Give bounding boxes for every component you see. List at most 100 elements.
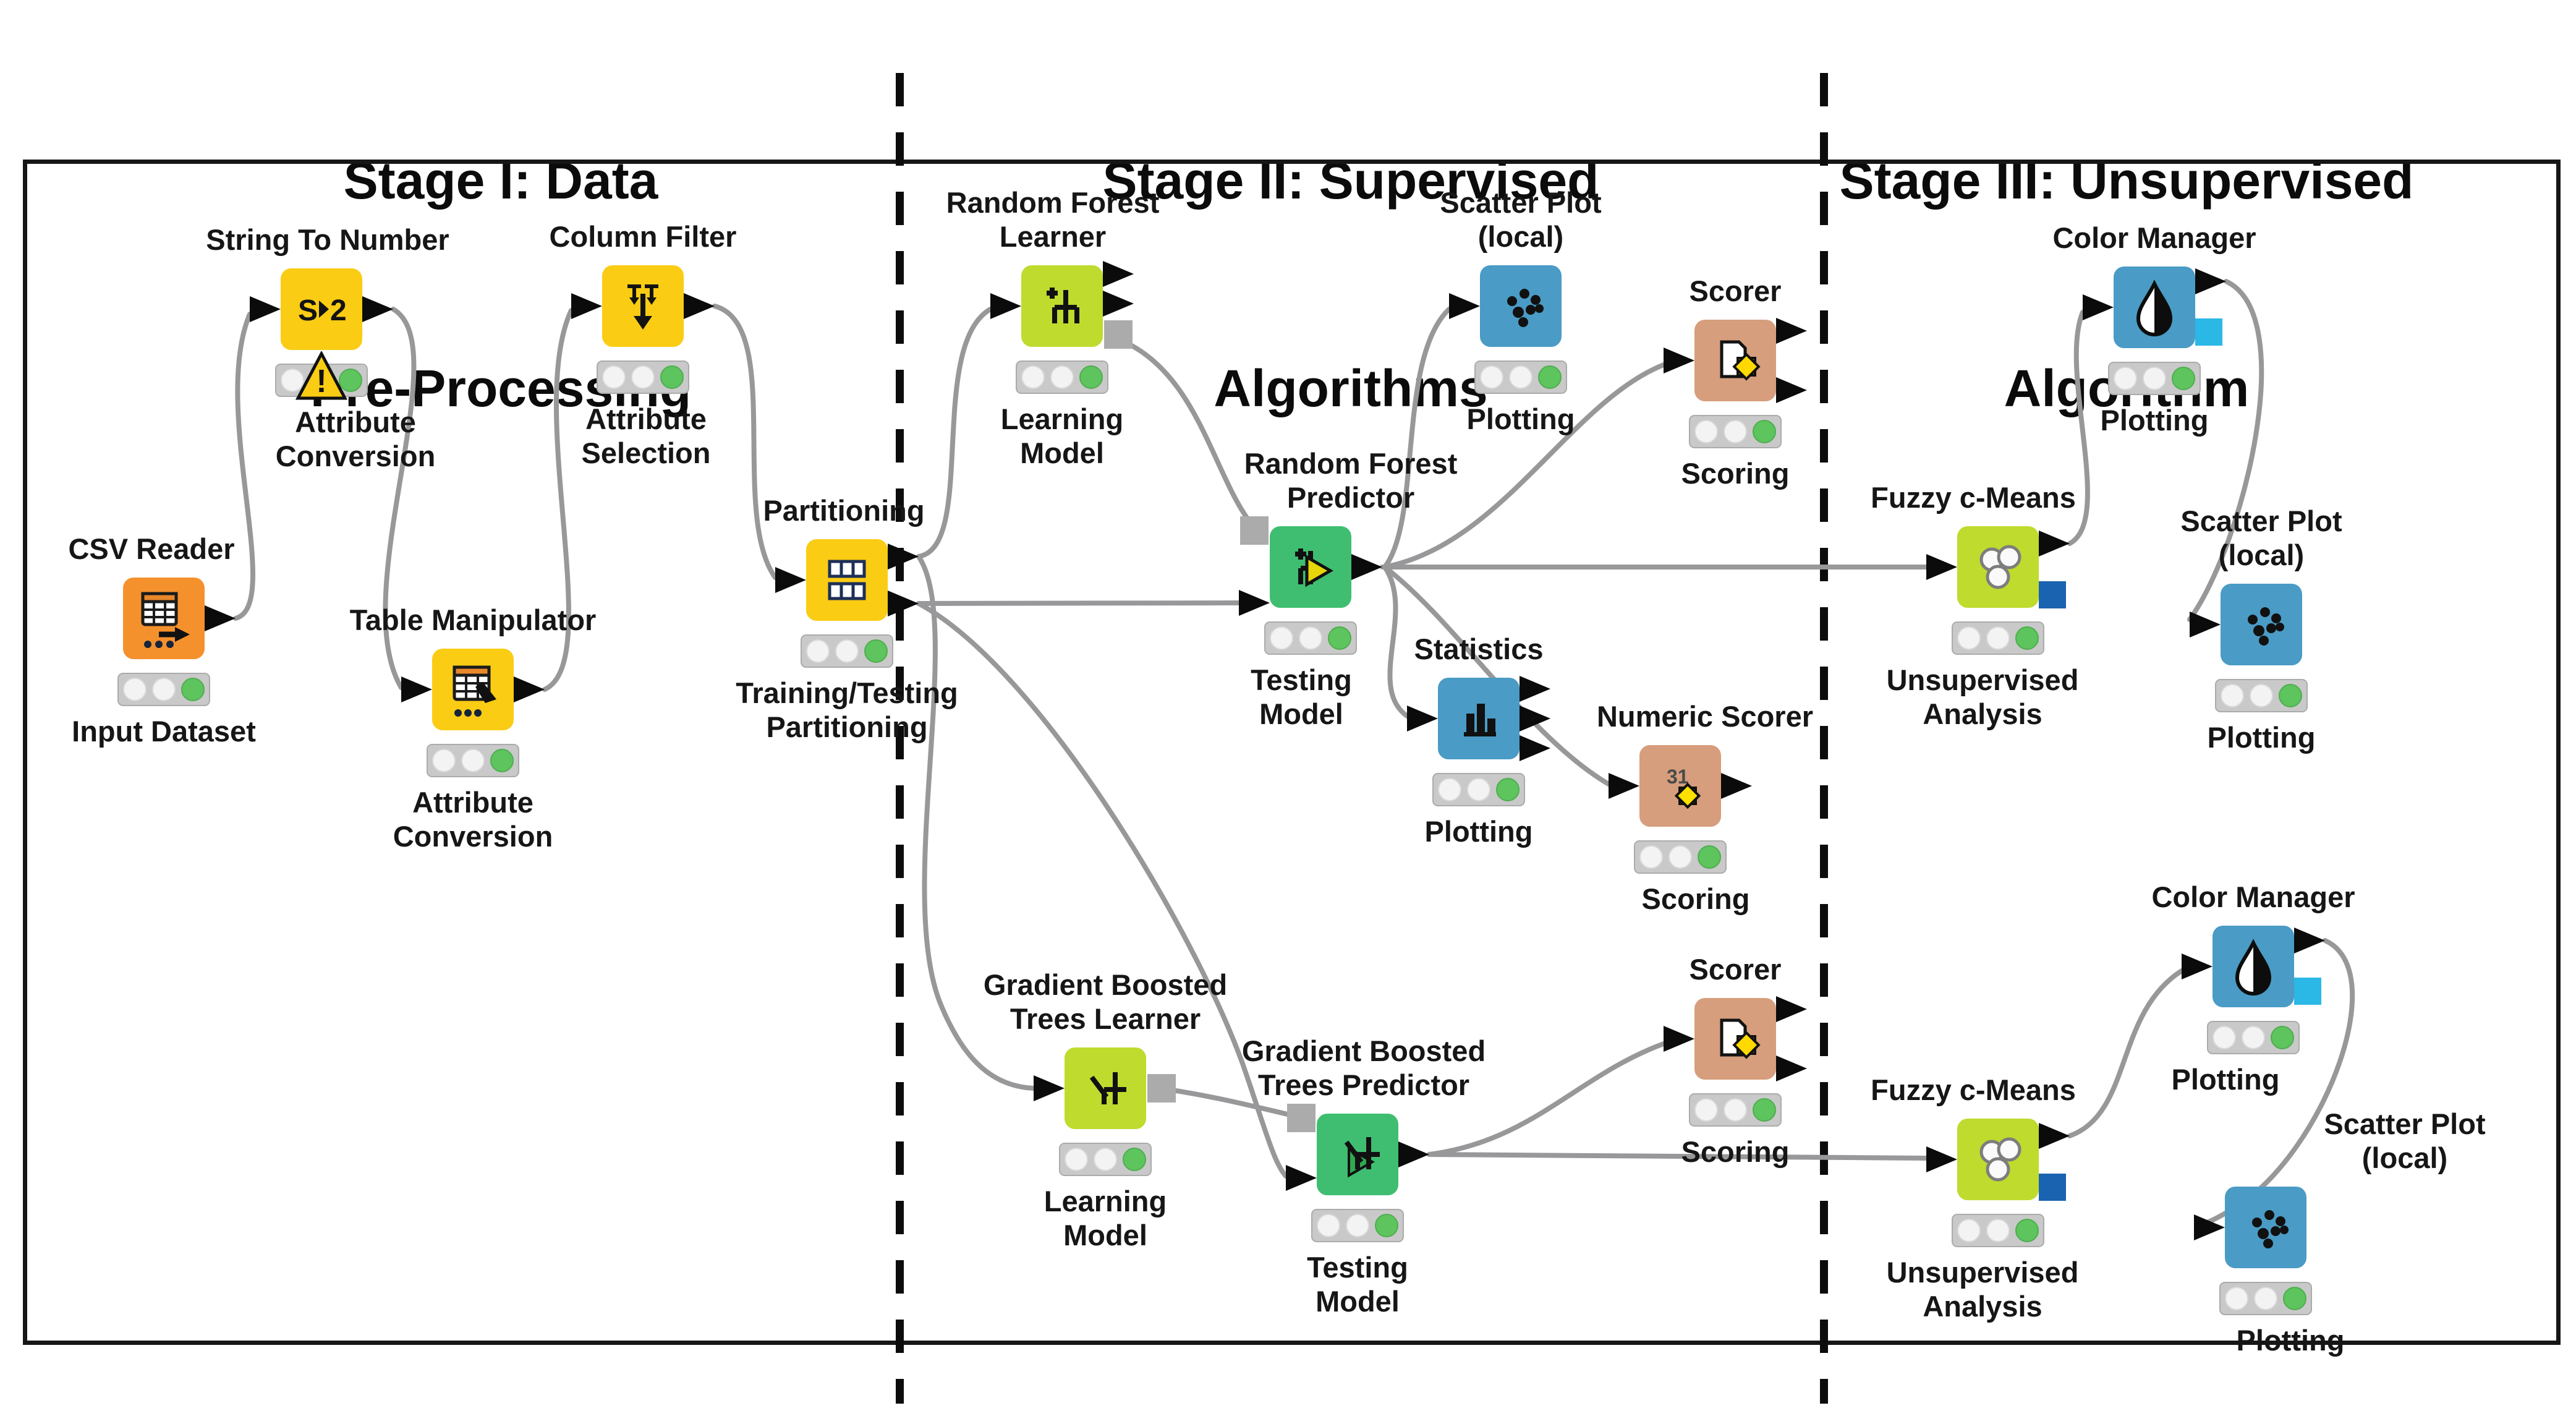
fuzzy-c-means-1-output-port[interactable] [2039,531,2070,557]
fuzzy-c-means-2-aux-output-port[interactable] [2039,1174,2066,1201]
color-manager-1-aux-output-port[interactable] [2195,318,2222,346]
gradient-boosted-trees-predictor-input-port[interactable] [1286,1165,1317,1191]
csv-reader-output-port[interactable] [205,605,236,631]
table-manipulator-status-green-dot [490,749,514,772]
fuzzy-c-means-1-status-dot [1957,626,1981,650]
column-filter-output-port[interactable] [684,293,715,319]
partitioning-output-port[interactable] [888,544,919,569]
scorer-1-input-port[interactable] [1664,348,1694,373]
scorer-2-output-port[interactable] [1776,996,1807,1022]
string-to-number-status-dot [281,369,304,392]
scatter-plot-local-1-node[interactable]: Scatter Plot (local)Plotting [1440,186,1601,435]
color-manager-2-input-port[interactable] [2182,953,2213,979]
numeric-scorer-status-dot [1639,845,1663,869]
fuzzy-c-means-2-input-port[interactable] [1926,1146,1957,1172]
edge-gradient-boosted-trees-learner-to-gradient-boosted-trees-predictor [1158,1086,1301,1119]
column-filter-input-port[interactable] [571,293,602,319]
fuzzy-c-means-1-aux-output-port[interactable] [2039,581,2066,608]
table-manipulator-input-port[interactable] [401,676,432,702]
fuzzy-c-means-2-title-label: Fuzzy c-Means [1871,1073,2076,1106]
gradient-boosted-trees-learner-model-output-port[interactable] [1147,1074,1176,1103]
scatter-plot-local-2-status-green-dot [2279,684,2302,707]
random-forest-predictor-model-input-port[interactable] [1240,516,1269,545]
partitioning-input-port[interactable] [775,567,806,593]
random-forest-predictor-icon [1295,548,1333,587]
random-forest-predictor-input-port[interactable] [1239,590,1270,616]
table-manipulator-status-light [427,744,519,777]
gradient-boosted-trees-predictor-status-green-dot [1375,1214,1398,1237]
gradient-boosted-trees-learner-input-port[interactable] [1034,1075,1065,1101]
scorer-1-output-port[interactable] [1776,318,1807,344]
random-forest-predictor-status-dot [1299,626,1322,650]
scorer-2-input-port[interactable] [1664,1026,1694,1052]
statistics-output-port[interactable] [1520,676,1550,702]
string-to-number-output-port[interactable] [362,296,393,322]
random-forest-learner-model-output-port[interactable] [1104,320,1133,349]
random-forest-learner-input-port[interactable] [990,293,1021,319]
color-manager-2-output-port[interactable] [2294,928,2325,953]
table-manipulator-title-label: Table Manipulator [349,604,597,636]
random-forest-predictor-output-port[interactable] [1351,554,1382,580]
table-manipulator-output-port[interactable] [514,676,545,702]
random-forest-learner-output-port[interactable] [1103,291,1134,317]
random-forest-predictor-status-light [1264,621,1357,655]
scatter-plot-local-1-input-port[interactable] [1449,293,1480,319]
edge-gradient-boosted-trees-predictor-to-scorer-2 [1427,1041,1666,1157]
scatter-plot-local-3-input-port[interactable] [2194,1214,2225,1240]
table-manipulator-icon [453,665,496,717]
column-filter-status-dot [602,365,626,389]
column-filter-annotation-label: Attribute Selection [581,403,711,469]
statistics-input-port[interactable] [1407,706,1438,731]
color-manager-2-aux-output-port[interactable] [2294,978,2321,1005]
numeric-scorer-output-port[interactable] [1721,773,1752,799]
gradient-boosted-trees-predictor-status-dot [1346,1214,1369,1237]
statistics-output-port[interactable] [1520,706,1550,731]
color-manager-1-input-port[interactable] [2083,294,2114,320]
scorer-1-output-port[interactable] [1776,377,1807,403]
scatter-plot-local-3-node[interactable]: Scatter Plot (local)Plotting [2194,1107,2486,1357]
scatter-plot-local-1-status-light [1474,360,1567,394]
fuzzy-c-means-2-output-port[interactable] [2039,1123,2070,1149]
string-to-number-annotation-label: Attribute Conversion [275,406,436,472]
random-forest-learner-output-port[interactable] [1103,261,1134,287]
color-manager-1-status-green-dot [2172,367,2195,390]
numeric-scorer-annotation-label: Scoring [1641,882,1750,915]
partitioning-output-port[interactable] [888,591,919,616]
string-to-number-input-port[interactable] [250,296,281,322]
fuzzy-c-means-1-input-port[interactable] [1926,554,1957,580]
table-manipulator-annotation-label: Attribute Conversion [393,786,553,853]
partitioning-status-light [801,634,893,668]
color-manager-1-output-port[interactable] [2195,268,2226,294]
scatter-plot-local-2-input-port[interactable] [2190,612,2221,638]
scorer-2-status-green-dot [1753,1098,1776,1122]
gradient-boosted-trees-predictor-output-port[interactable] [1398,1141,1429,1167]
scatter-plot-local-2-node[interactable]: Scatter Plot (local)Plotting [2180,505,2342,754]
scatter-plot-local-1-annotation-label: Plotting [1466,403,1575,435]
color-manager-2-annotation-label: Plotting [2171,1063,2280,1096]
numeric-scorer-input-port[interactable] [1609,773,1639,799]
statistics-status-dot [1467,778,1490,801]
gradient-boosted-trees-predictor-model-input-port[interactable] [1287,1104,1316,1132]
scorer-2-output-port[interactable] [1776,1056,1807,1081]
statistics-output-port[interactable] [1520,735,1550,761]
column-filter-status-light [597,360,689,394]
color-manager-1-title-label: Color Manager [2052,221,2256,254]
scorer-2-status-light [1689,1093,1782,1127]
